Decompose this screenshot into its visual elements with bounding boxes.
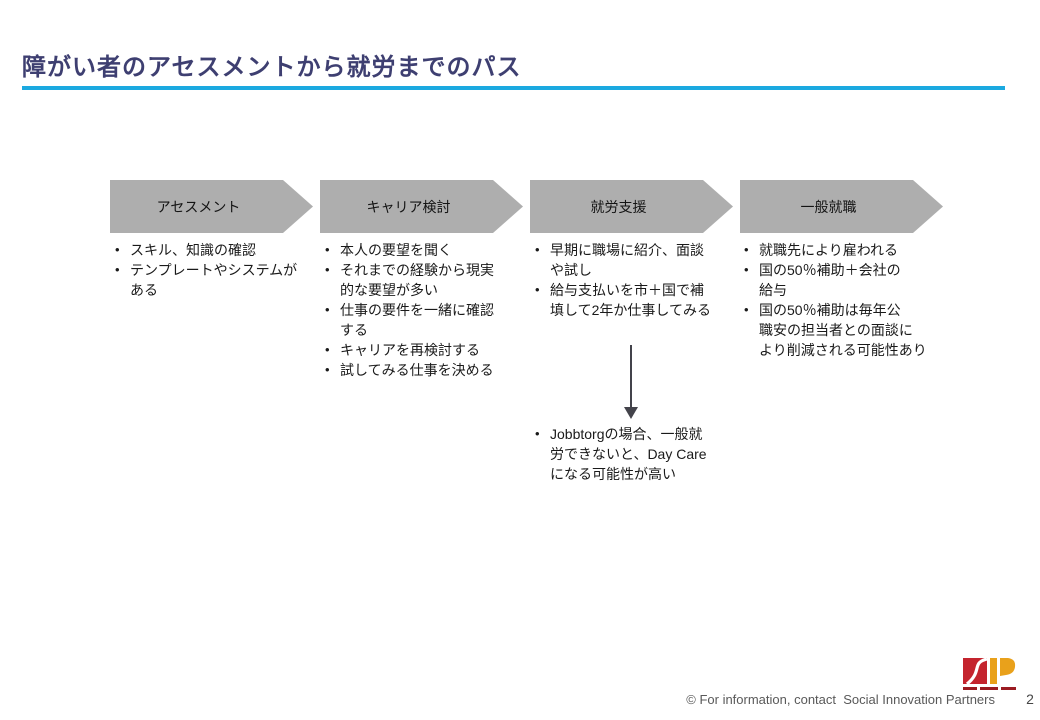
bullet-item: 試してみる仕事を決める bbox=[322, 360, 522, 380]
process-stage-career-review: キャリア検討 bbox=[320, 180, 523, 233]
title-underline bbox=[22, 86, 1005, 90]
page-title: 障がい者のアセスメントから就労までのパス bbox=[22, 54, 522, 81]
down-arrow-head bbox=[624, 407, 638, 419]
stage-label: 就労支援 bbox=[590, 198, 647, 215]
bullet-item: 国の50％補助＋会社の 給与 bbox=[741, 260, 941, 300]
process-stage-general-employment: 一般就職 bbox=[740, 180, 943, 233]
bullet-item: スキル、知識の確認 bbox=[112, 240, 312, 260]
stage-notes-employment-support: 早期に職場に紹介、面談 や試し 給与支払いを市＋国で補 填して2年か仕事してみる bbox=[532, 240, 732, 320]
bullet-item: キャリアを再検討する bbox=[322, 340, 522, 360]
stage-notes-general-employment: 就職先により雇われる 国の50％補助＋会社の 給与 国の50％補助は毎年公 職安… bbox=[741, 240, 941, 360]
bullet-item: それまでの経験から現実 的な要望が多い bbox=[322, 260, 522, 300]
bullet-item: 本人の要望を聞く bbox=[322, 240, 522, 260]
page-number: 2 bbox=[1026, 691, 1034, 707]
bullet-item: 仕事の要件を一緒に確認 する bbox=[322, 300, 522, 340]
process-stage-employment-support: 就労支援 bbox=[530, 180, 733, 233]
social-innovation-partners-logo-icon bbox=[963, 658, 1016, 690]
stage-notes-career-review: 本人の要望を聞く それまでの経験から現実 的な要望が多い 仕事の要件を一緒に確認… bbox=[322, 240, 522, 380]
footer-copyright: © For information, contact Social Innova… bbox=[686, 692, 995, 707]
branch-note-jobbtorg: Jobbtorgの場合、一般就 労できないと、Day Care になる可能性が高… bbox=[532, 424, 740, 484]
bullet-item: 国の50％補助は毎年公 職安の担当者との面談に より削減される可能性あり bbox=[741, 300, 941, 360]
bullet-item: テンプレートやシステムが ある bbox=[112, 260, 312, 300]
bullet-item: 就職先により雇われる bbox=[741, 240, 941, 260]
stage-notes-assessment: スキル、知識の確認 テンプレートやシステムが ある bbox=[112, 240, 312, 300]
stage-label: キャリア検討 bbox=[366, 198, 451, 215]
bullet-item: 給与支払いを市＋国で補 填して2年か仕事してみる bbox=[532, 280, 732, 320]
down-arrow-shaft bbox=[630, 345, 632, 409]
process-stage-assessment: アセスメント bbox=[110, 180, 313, 233]
stage-label: アセスメント bbox=[156, 198, 241, 215]
bullet-item: 早期に職場に紹介、面談 や試し bbox=[532, 240, 732, 280]
bullet-item: Jobbtorgの場合、一般就 労できないと、Day Care になる可能性が高… bbox=[532, 424, 740, 484]
stage-label: 一般就職 bbox=[800, 198, 857, 215]
